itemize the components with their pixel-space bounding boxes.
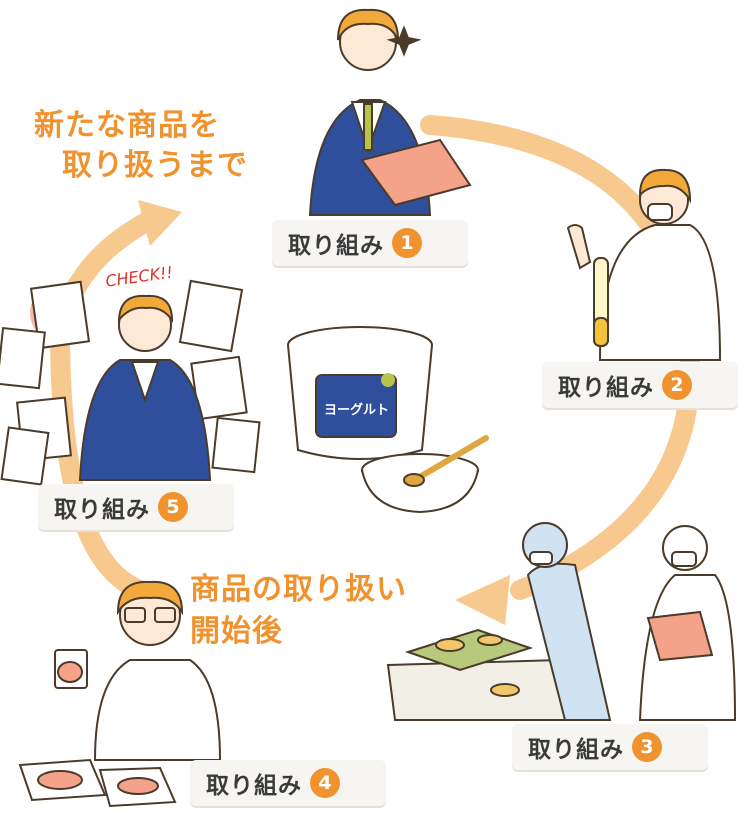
businessman-checking-documents	[0, 279, 261, 486]
lab-worker-with-test-tube	[566, 168, 722, 361]
headline-after-line2: 開始後	[190, 614, 283, 649]
step-label-text: 取り組み	[528, 737, 624, 763]
yogurt-tub	[287, 326, 433, 460]
bowl-with-spoon	[361, 435, 489, 514]
arrow-head-top	[138, 200, 182, 246]
step-1-label: 取り組み 1	[272, 220, 468, 266]
step-number: 4	[310, 768, 340, 798]
step-2-label: 取り組み 2	[542, 362, 738, 408]
factory-workers	[386, 522, 737, 721]
headline-before-line2: 取り扱うまで	[62, 148, 248, 183]
step-number: 2	[662, 370, 692, 400]
step-label-text: 取り組み	[288, 233, 384, 259]
step-number: 1	[392, 228, 422, 258]
headline-before-line1: 新たな商品を	[34, 108, 220, 143]
step-label-text: 取り組み	[54, 497, 150, 523]
product-label: ヨーグルト	[324, 402, 389, 418]
arrow-head-right	[455, 575, 510, 625]
step-5-label: 取り組み 5	[38, 484, 234, 530]
step-label-text: 取り組み	[558, 375, 654, 401]
step-number: 3	[632, 732, 662, 762]
businessman-with-clipboard	[308, 8, 472, 216]
headline-after-line1: 商品の取り扱い	[190, 572, 407, 607]
step-label-text: 取り組み	[206, 773, 302, 799]
step-number: 5	[158, 492, 188, 522]
taster-with-samples	[18, 580, 222, 808]
step-4-label: 取り組み 4	[190, 760, 386, 806]
check-text: CHECK!!	[104, 263, 174, 291]
step-3-label: 取り組み 3	[512, 724, 708, 770]
